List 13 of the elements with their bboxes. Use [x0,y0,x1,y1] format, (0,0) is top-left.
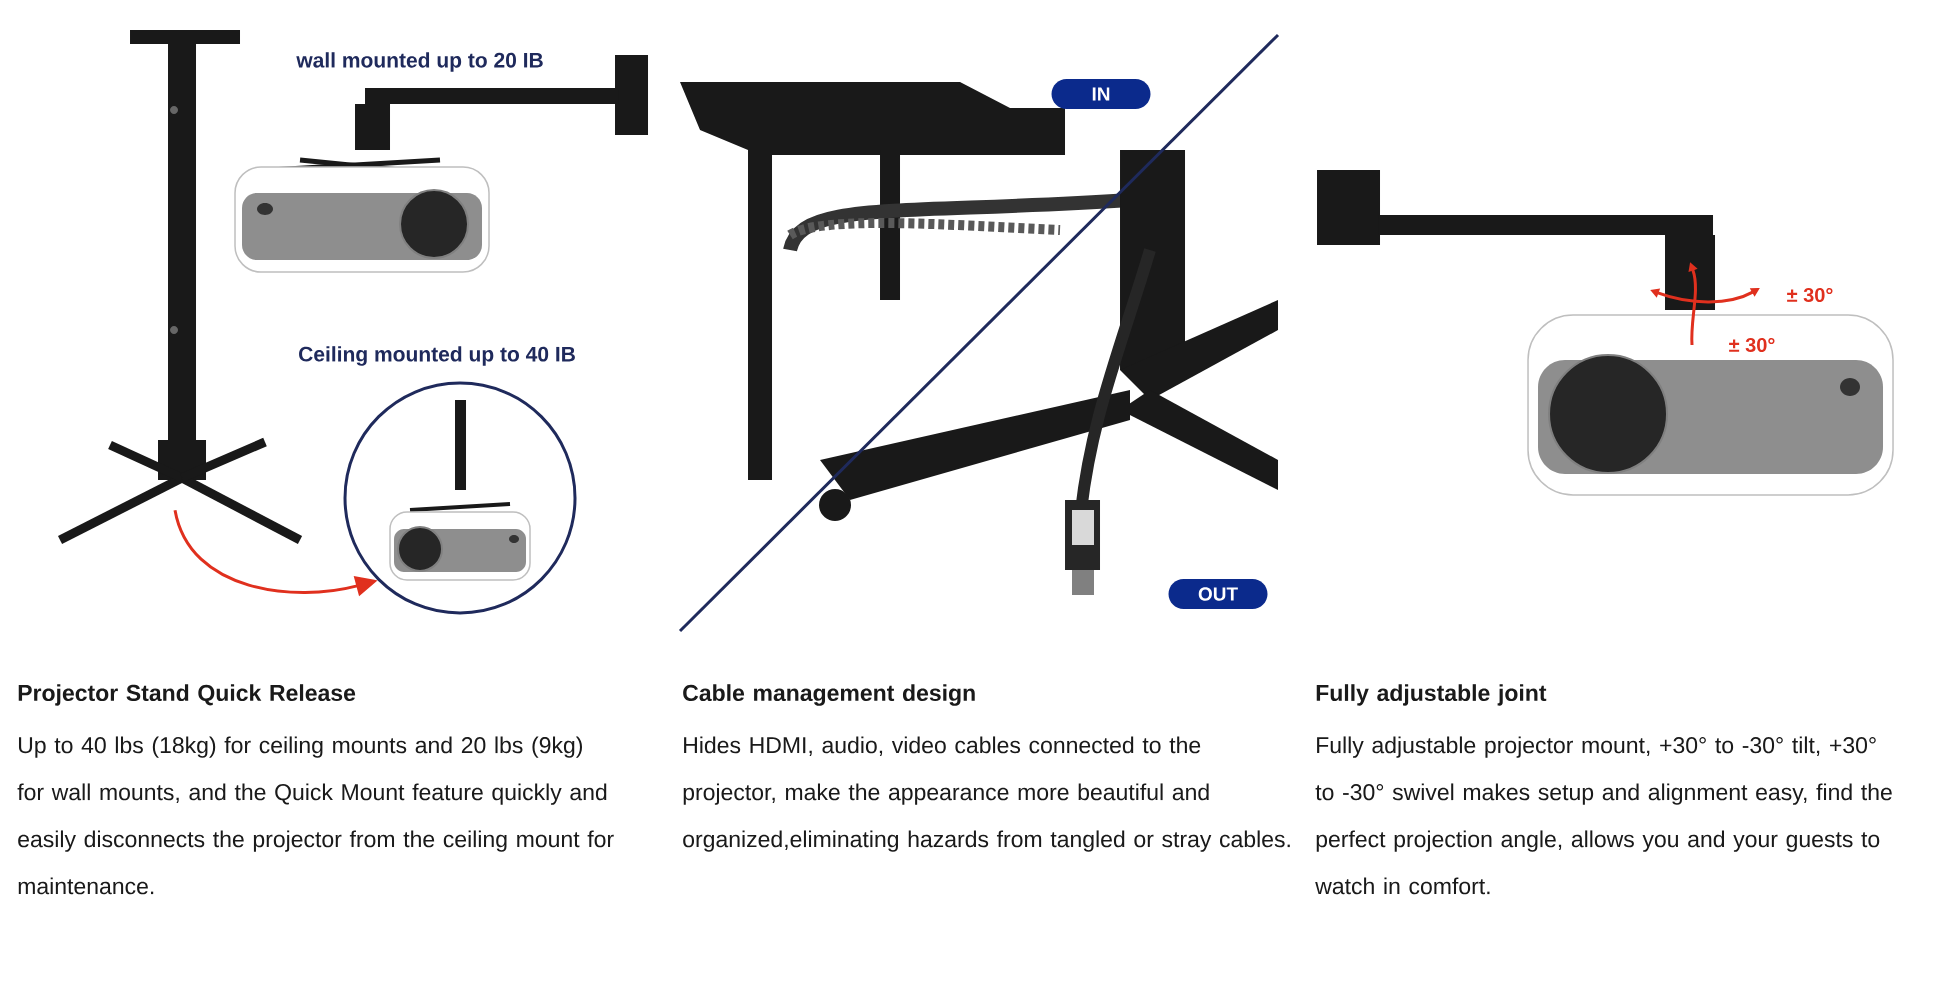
description-text: Up to 40 lbs (18kg) for ceiling mounts and 20 lbs (9kg) for wall mounts, and the Quick Mount feature quickly and easily disconnects the projector from the ceiling mount for maintenance. [17,736,614,895]
heading: Fully adjustable joint [1316,684,1547,706]
angle-label: ± 30° [1787,287,1833,303]
badge: IN [1051,79,1151,109]
description-text: Hides HDMI, audio, video cables connected to the projector, make the appearance more beautiful and organized,eliminating hazards from tangled or stray cables. [683,736,1290,852]
angle-label: ± 30° [1729,337,1775,353]
callout-text: Ceiling mounted up to 40 IB [299,346,575,366]
callout-text: wall mounted up to 20 IB [296,52,543,72]
inset-circle [343,381,577,615]
heading: Projector Stand Quick Release [18,684,356,706]
description-text: Fully adjustable projector mount, +30° to -30° tilt, +30° to -30° swivel makes setup and alignment easy, find the perfect projection angle, allows you and your guests to watch in comfort. [1315,736,1892,895]
badge: OUT [1168,579,1268,609]
heading: Cable management design [683,684,975,706]
